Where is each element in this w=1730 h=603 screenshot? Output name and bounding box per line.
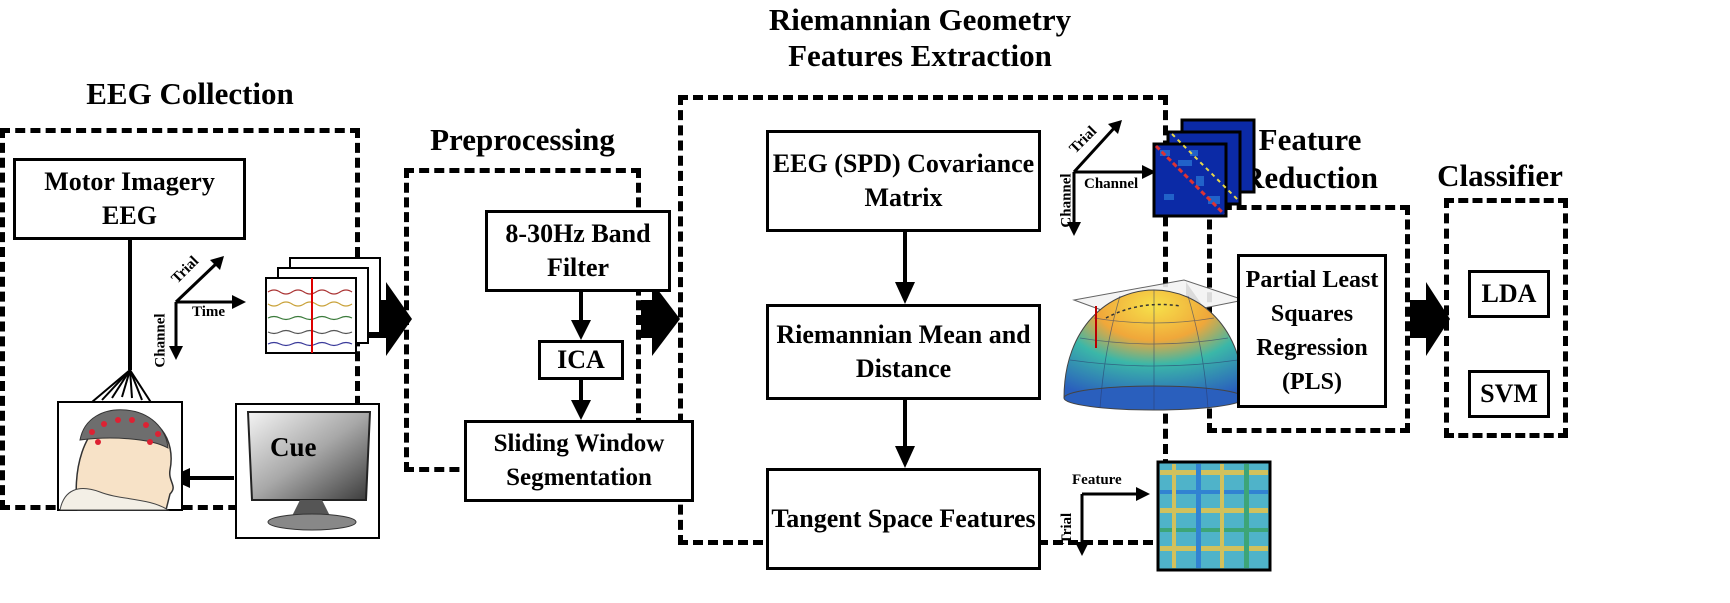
- cov-axis-channel-label: Channel: [1084, 176, 1139, 192]
- flow-arrow-4: [1410, 282, 1450, 356]
- eeg-axis-channel-label: Channel: [152, 313, 169, 368]
- tangent-axis-feature-label: Feature: [1072, 472, 1122, 488]
- riemannian-mean-distance-box: Riemannian Mean and Distance: [766, 304, 1041, 400]
- covariance-matrix-box: EEG (SPD) Covariance Matrix: [766, 130, 1041, 232]
- eeg-axis-time-label: Time: [192, 304, 226, 320]
- flow-arrow-2: [641, 282, 680, 356]
- motor-imagery-eeg-box: Motor Imagery EEG: [13, 158, 246, 240]
- cue-label: Cue: [270, 432, 317, 462]
- ica-box: ICA: [538, 340, 624, 380]
- feature-reduction-title-line1: Feature: [1258, 122, 1362, 157]
- tangent-space-features-box: Tangent Space Features: [766, 468, 1041, 570]
- pls-box: Partial Least Squares Regression (PLS): [1237, 254, 1387, 408]
- sliding-window-box: Sliding Window Segmentation: [464, 420, 694, 502]
- tangent-axis-trial-label: Trial: [1059, 512, 1076, 545]
- riemannian-title-line1: Riemannian Geometry: [768, 2, 1072, 37]
- eeg-collection-title: EEG Collection: [86, 76, 294, 111]
- svm-box: SVM: [1468, 370, 1550, 418]
- cov-axis-channel-vertical-label: Channel: [1058, 173, 1075, 228]
- lda-box: LDA: [1468, 270, 1550, 318]
- feature-reduction-title-line2: Reduction: [1241, 160, 1379, 195]
- band-filter-box: 8-30Hz Band Filter: [485, 210, 671, 292]
- classifier-title: Classifier: [1437, 158, 1563, 193]
- preprocessing-title: Preprocessing: [430, 122, 615, 157]
- riemannian-title-line2: Features Extraction: [788, 38, 1052, 73]
